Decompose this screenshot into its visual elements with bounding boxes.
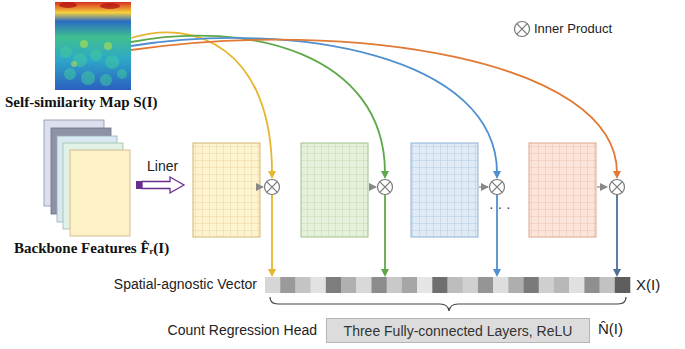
vector-cell (326, 277, 342, 293)
similarity-connector (131, 38, 501, 277)
vector-bar: Spatial-agnostic Vector (265, 277, 630, 293)
similarity-connector (131, 36, 389, 277)
vector-cell (569, 277, 585, 293)
vector-cell (463, 277, 479, 293)
node-heading: Backbone Features F̂ᵣ(I) (14, 240, 169, 257)
node-heading: Spatial-agnostic Vector (114, 276, 257, 292)
vector-cell (615, 277, 631, 293)
vector-cell (584, 277, 600, 293)
node-heading: Count Regression Head (168, 322, 317, 338)
svg-text:· · ·: · · · (489, 199, 511, 215)
vector-cell (478, 277, 494, 293)
heatmap-figure: Self-similarity Map S(I) (55, 2, 131, 90)
vector-cell (508, 277, 524, 293)
vector-cell (280, 277, 296, 293)
vector-cell (311, 277, 327, 293)
vector-cell (295, 277, 311, 293)
vector-cell (448, 277, 464, 293)
vector-cell (265, 277, 281, 293)
vector-cell (600, 277, 616, 293)
vector-cell (402, 277, 418, 293)
vector-cell (554, 277, 570, 293)
vector-cell (539, 277, 555, 293)
vector-cell (341, 277, 357, 293)
regression-head-box: Count Regression HeadThree Fully-connect… (326, 318, 590, 343)
box-text: Three Fully-connected Layers, ReLU (344, 323, 573, 339)
vector-cell (493, 277, 509, 293)
vector-cell (387, 277, 403, 293)
node-heading: Self-similarity Map S(I) (5, 94, 157, 111)
legend-text: Inner Product (534, 21, 612, 36)
vector-cell (524, 277, 540, 293)
feature-stack: Backbone Features F̂ᵣ(I) (44, 120, 130, 236)
vector-cell (356, 277, 372, 293)
output-symbol: N̂(I) (598, 320, 623, 337)
similarity-connector (131, 40, 621, 277)
operation-label: Liner (147, 158, 178, 174)
vector-symbol: X(I) (636, 276, 660, 293)
vector-cell (417, 277, 433, 293)
vector-cell (432, 277, 448, 293)
vector-cell (371, 277, 387, 293)
